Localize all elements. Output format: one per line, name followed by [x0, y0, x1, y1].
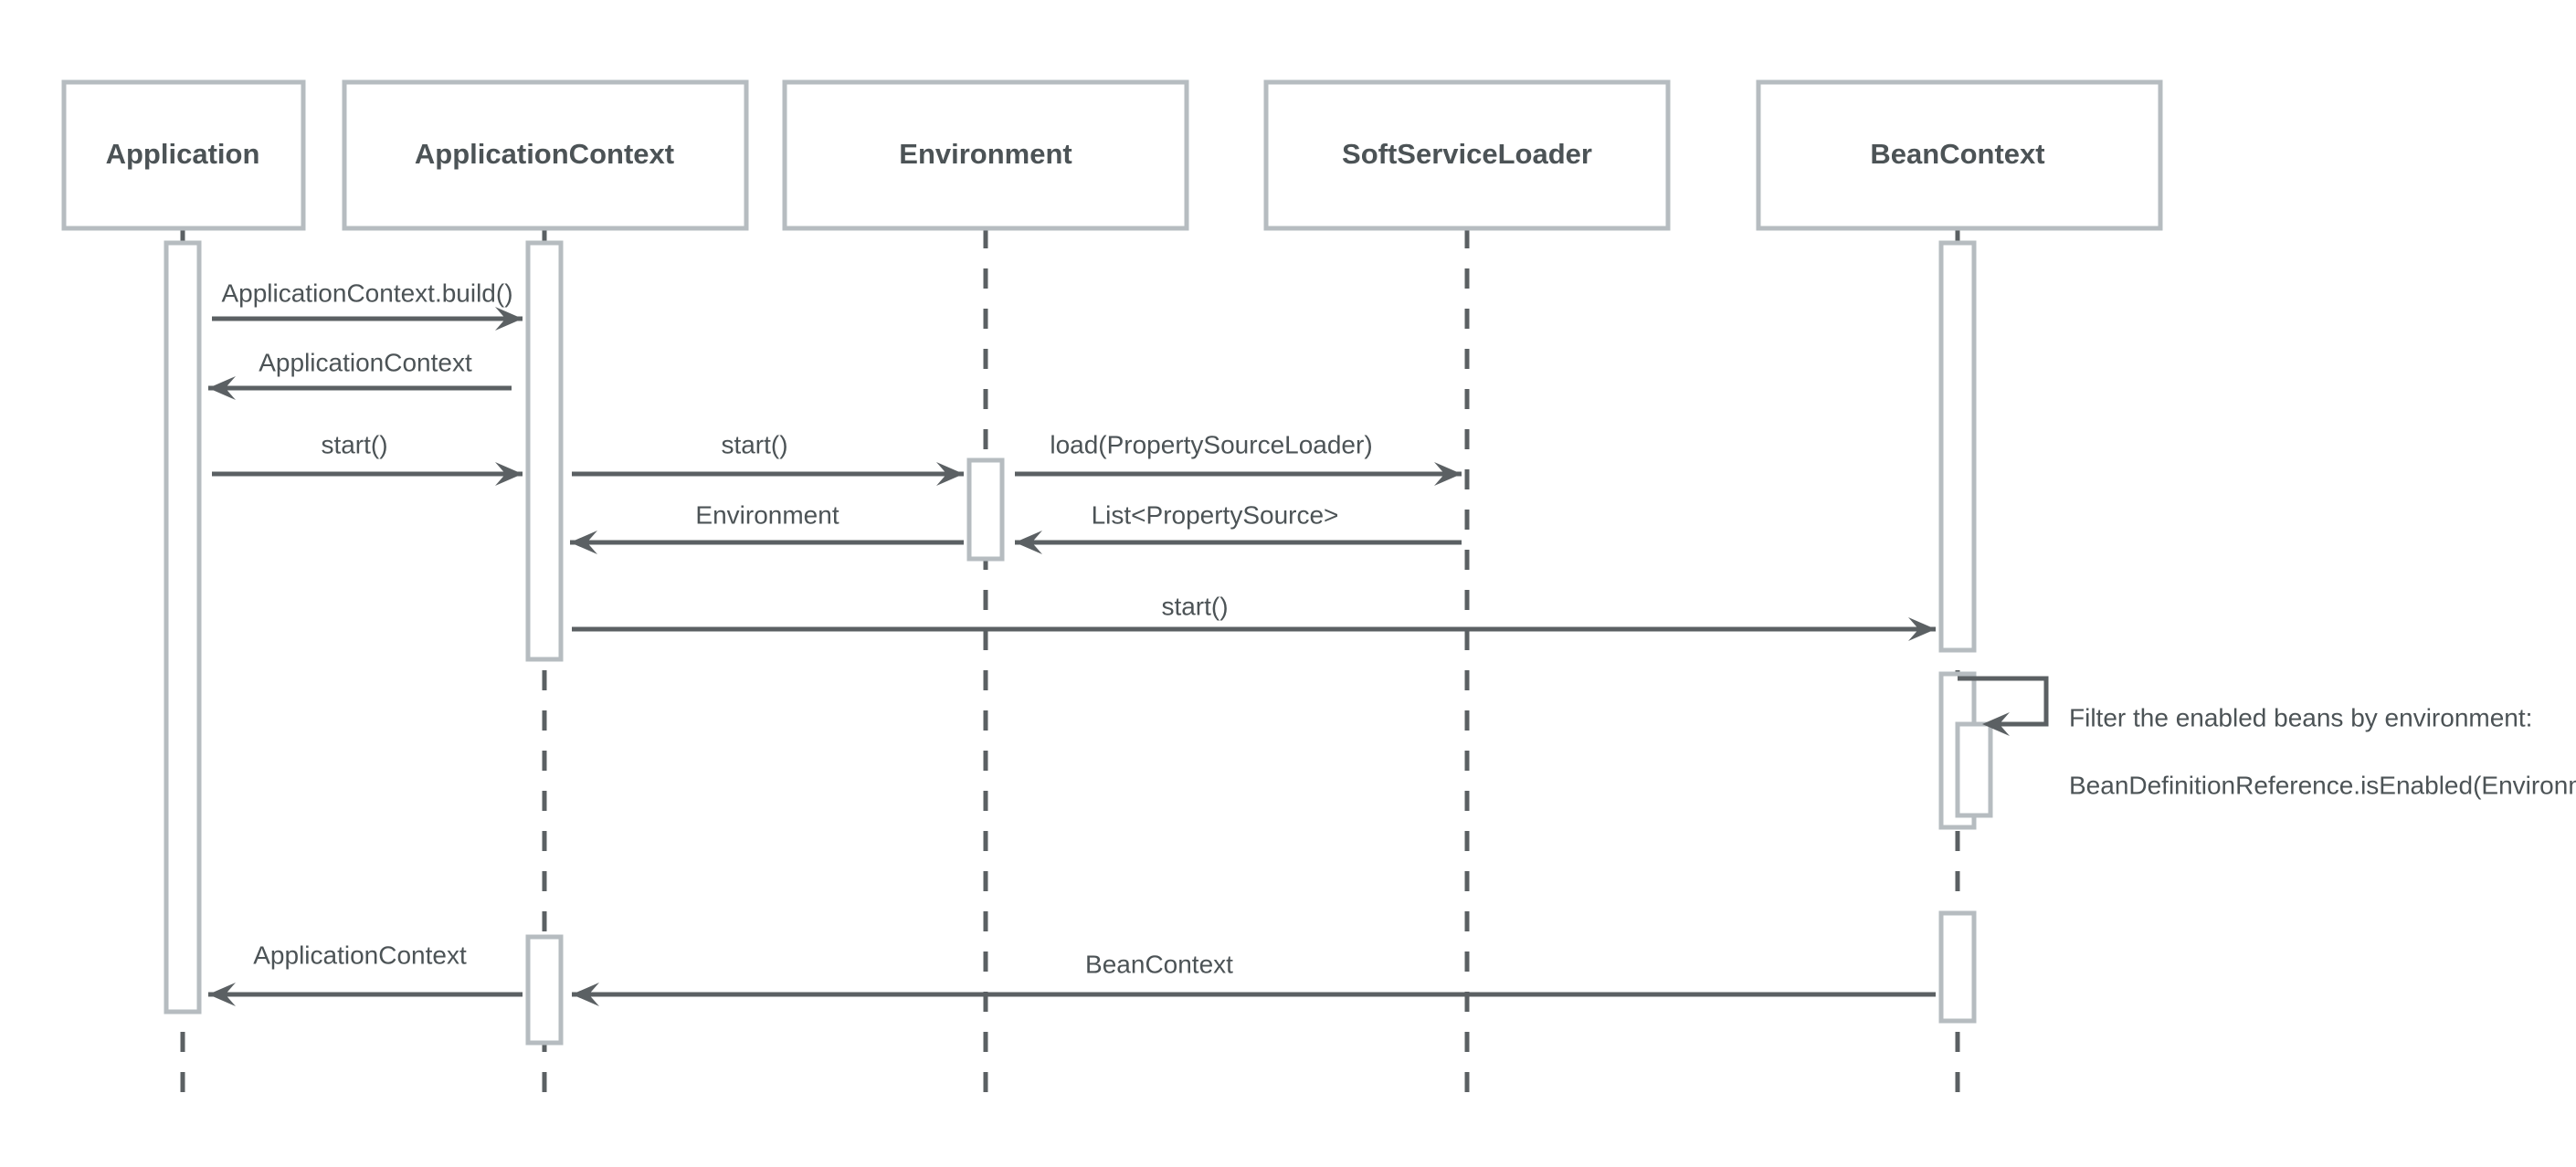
- participant-environment[interactable]: Environment: [782, 79, 1189, 231]
- participant-box[interactable]: [1756, 79, 2163, 231]
- message-label: List<PropertySource>: [1092, 500, 1339, 529]
- activations-layer: [164, 240, 1993, 1046]
- arrow-head: [572, 983, 599, 1006]
- arrow-head: [1015, 531, 1042, 554]
- arrow-head: [570, 531, 597, 554]
- participants-layer: Application ApplicationContext Environment…: [61, 79, 2163, 231]
- arrow-head: [936, 462, 964, 486]
- participant-label: Environment: [899, 138, 1072, 170]
- activation-bar-applicationcontext: [525, 934, 564, 1046]
- self-message-path: [1958, 676, 2049, 727]
- self-message-label-line-2: BeanDefinitionReference.isEnabled(Enviro…: [2069, 771, 2576, 799]
- activation-bar-applicationcontext: [525, 240, 564, 662]
- message-msg-4: start(): [572, 430, 964, 486]
- message-msg-6: Environment: [570, 500, 964, 554]
- activation-bar-beancontext: [1938, 910, 1977, 1024]
- arrow-head: [495, 462, 523, 486]
- arrow-head: [1982, 712, 2010, 736]
- message-msg-1: ApplicationContext.build(): [212, 279, 523, 331]
- message-label: BeanContext: [1085, 950, 1233, 978]
- message-label: ApplicationContext.build(): [221, 279, 512, 307]
- message-msg-9: BeanContext: [572, 950, 1936, 1006]
- participant-label: SoftServiceLoader: [1342, 138, 1592, 170]
- message-label: ApplicationContext: [253, 941, 467, 969]
- activation-bar-beancontext: [1955, 721, 1993, 818]
- message-msg-10: ApplicationContext: [208, 941, 523, 1006]
- participant-softserviceloader[interactable]: SoftServiceLoader: [1263, 79, 1671, 231]
- participant-label: Application: [106, 138, 260, 170]
- arrow-head: [1908, 617, 1936, 641]
- message-label: start(): [1161, 592, 1228, 620]
- arrow-head: [208, 376, 236, 400]
- participant-box[interactable]: [342, 79, 749, 231]
- message-msg-2: ApplicationContext: [208, 348, 512, 400]
- arrow-head: [208, 983, 236, 1006]
- message-label: Environment: [695, 500, 839, 529]
- activation-bar-environment: [966, 457, 1005, 562]
- participant-application[interactable]: Application: [61, 79, 306, 231]
- message-label: load(PropertySourceLoader): [1050, 430, 1372, 458]
- participant-label: ApplicationContext: [415, 138, 674, 170]
- participant-applicationcontext[interactable]: ApplicationContext: [342, 79, 749, 231]
- message-msg-3: start(): [212, 430, 523, 486]
- self-message-label-line-1: Filter the enabled beans by environment:: [2069, 703, 2532, 731]
- arrow-head: [495, 307, 523, 331]
- participant-box[interactable]: [782, 79, 1189, 231]
- participant-box[interactable]: [61, 79, 306, 231]
- participant-beancontext[interactable]: BeanContext: [1756, 79, 2163, 231]
- messages-layer: ApplicationContext.build() ApplicationCon…: [208, 279, 1936, 1006]
- message-label: start(): [321, 430, 387, 458]
- arrow-head: [1434, 462, 1462, 486]
- message-label: start(): [721, 430, 787, 458]
- participant-box[interactable]: [1263, 79, 1671, 231]
- message-msg-8: start(): [572, 592, 1936, 641]
- self-message-msg-self-1: Filter the enabled beans by environment:…: [1958, 676, 2576, 799]
- participant-label: BeanContext: [1870, 138, 2044, 170]
- message-label: ApplicationContext: [259, 348, 472, 376]
- activation-bar-beancontext: [1938, 240, 1977, 653]
- activation-bar-application: [164, 240, 202, 1015]
- message-msg-5: load(PropertySourceLoader): [1015, 430, 1462, 486]
- message-msg-7: List<PropertySource>: [1015, 500, 1462, 554]
- self-messages-layer: Filter the enabled beans by environment:…: [1958, 676, 2576, 799]
